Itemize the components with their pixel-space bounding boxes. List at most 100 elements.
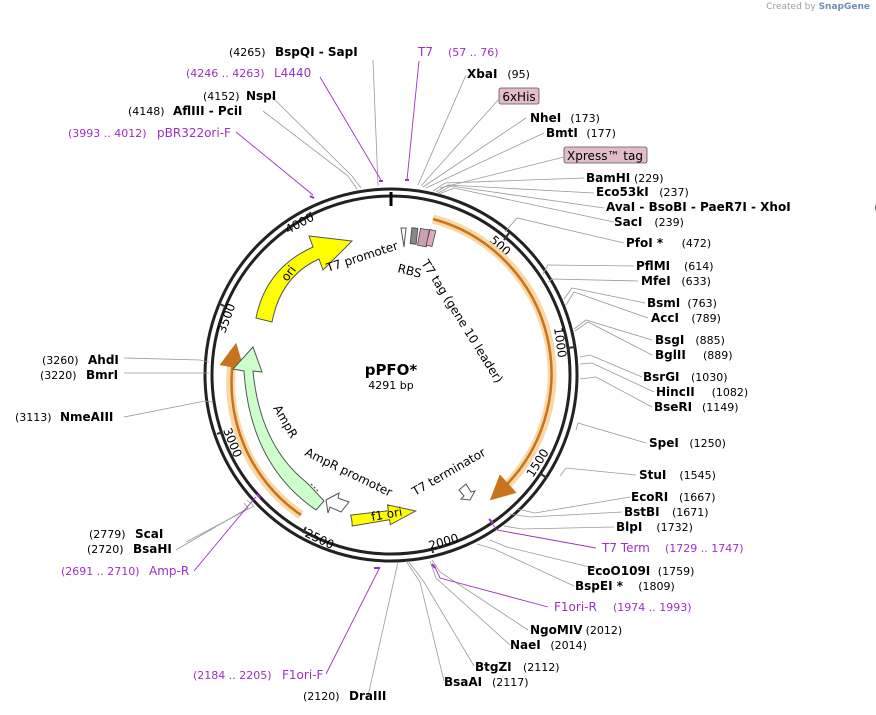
- enzyme-position: (1809): [638, 580, 675, 593]
- enzyme-name: BsgI: [655, 333, 684, 347]
- primer-name: T7 Term: [601, 541, 650, 555]
- enzyme-position: (4148): [128, 105, 165, 118]
- ori-arrow: [255, 235, 354, 323]
- his-tag-box: [498, 87, 540, 105]
- enzyme-name: PfoI *: [626, 236, 664, 250]
- rbs-label: RBS: [396, 261, 423, 280]
- leader-lines: [123, 59, 655, 697]
- primer-name: F1ori-F: [282, 668, 323, 682]
- enzyme-name: EcoRI: [631, 490, 668, 504]
- primer-range: (4246 .. 4263): [186, 67, 265, 80]
- enzyme-position: (885): [695, 334, 725, 347]
- enzyme-name: BmrI: [86, 368, 118, 382]
- enzyme-position: (1149): [702, 401, 739, 414]
- ruler-tick-3000: [216, 431, 223, 435]
- enzyme-position: (95): [507, 68, 530, 81]
- enzyme-position: (1082): [712, 386, 749, 399]
- primer-range: (2691 .. 2710): [61, 565, 140, 578]
- f1-ori-arrow: [349, 504, 418, 527]
- enzyme-name: BseRI: [654, 400, 692, 414]
- enzyme-position: (1732): [656, 521, 693, 534]
- ruler-label-1000: 1000: [551, 326, 569, 358]
- enzyme-position: (237): [659, 186, 689, 199]
- credit-brand: SnapGene: [818, 2, 870, 12]
- ruler-tick-4000: [309, 211, 313, 218]
- enzyme-name: MfeI: [641, 274, 671, 288]
- enzyme-name: BsaAI: [444, 675, 482, 689]
- enzyme-name: BsaHI: [133, 542, 172, 556]
- enzyme-name: BsmI: [647, 296, 680, 310]
- ampr-arrow: [232, 346, 325, 511]
- enzyme-position: (1671): [672, 506, 709, 519]
- enzyme-position: (889): [703, 349, 733, 362]
- rbs-box: [409, 227, 419, 245]
- plasmid-name: pPFO*: [365, 361, 418, 379]
- enzyme-position: (1759): [658, 565, 695, 578]
- enzyme-name: SpeI: [649, 436, 679, 450]
- primer-name: pBR322ori-F: [157, 126, 231, 140]
- enzyme-position: (1667): [679, 491, 716, 504]
- xpress-tag-leader: [439, 156, 565, 189]
- ruler-tick-1500: [540, 473, 548, 479]
- t7-terminator-arrow: [458, 483, 476, 501]
- his-tag-leader: [420, 98, 500, 187]
- enzyme-position: (2112): [523, 661, 560, 674]
- enzyme-name: StuI: [639, 468, 666, 482]
- enzyme-name: BsrGI: [643, 370, 680, 384]
- enzyme-position: (173): [570, 112, 600, 125]
- enzyme-name: BglII: [655, 348, 686, 362]
- enzyme-name: NgoMIV: [530, 623, 583, 637]
- primer-name: L4440: [274, 66, 311, 80]
- site-labels: XbaI(95)NheI(173)BmtI(177)BamHI(229)Eco5…: [15, 45, 876, 703]
- enzyme-position: (2012): [586, 624, 623, 637]
- enzyme-name: ScaI: [135, 527, 163, 541]
- enzyme-position: (614): [684, 260, 714, 273]
- primer-range: (2184 .. 2205): [193, 669, 272, 682]
- ampr-promoter-label: AmpR promoter: [303, 445, 395, 499]
- enzyme-name: XbaI: [467, 67, 497, 81]
- enzyme-position: (763): [687, 297, 717, 310]
- enzyme-name: BspQI - SapI: [275, 45, 358, 59]
- ampr-arc: [219, 342, 302, 517]
- enzyme-position: (238): [874, 201, 876, 214]
- xpress-tag-box: [563, 146, 648, 164]
- credit-prefix: Created by: [766, 2, 816, 12]
- enzyme-name: NaeI: [510, 638, 541, 652]
- enzyme-name: AccI: [651, 311, 679, 325]
- his-tag-label: 6xHis: [502, 90, 535, 104]
- enzyme-position: (4152): [203, 90, 240, 103]
- ruler-tick-500: [503, 232, 510, 241]
- enzyme-position: (1545): [679, 469, 716, 482]
- enzyme-position: (1030): [691, 371, 728, 384]
- primer-marks: [256, 179, 494, 569]
- ruler-tick-3500: [217, 302, 225, 307]
- enzyme-name: AvaI - BsoBI - PaeR7I - XhoI: [606, 200, 791, 214]
- primer-range: (3993 .. 4012): [68, 127, 147, 140]
- enzyme-name: NheI: [530, 111, 561, 125]
- f1-ori-label: f1 ori: [370, 505, 403, 524]
- enzyme-name: Eco53kI: [596, 185, 649, 199]
- enzyme-name: HincII: [656, 385, 695, 399]
- ruler-tick-2000: [431, 546, 434, 554]
- enzyme-position: (472): [682, 237, 712, 250]
- enzyme-name: EcoO109I: [587, 564, 650, 578]
- ruler-tick-2500: [302, 526, 307, 534]
- enzyme-name: NspI: [246, 89, 276, 103]
- primer-range: (1974 .. 1993): [613, 601, 692, 614]
- enzyme-name: SacI: [614, 215, 642, 229]
- primer-name: T7: [417, 45, 433, 59]
- enzyme-position: (177): [586, 127, 616, 140]
- enzyme-position: (4265): [229, 46, 266, 59]
- plasmid-size: 4291 bp: [368, 379, 413, 392]
- enzyme-position: (633): [681, 275, 711, 288]
- ampr-promoter-arrow: [325, 492, 350, 514]
- enzyme-name: BlpI: [616, 520, 642, 534]
- enzyme-position: (2720): [87, 543, 124, 556]
- primer-name: Amp-R: [149, 564, 189, 578]
- t7-tag-label: T7 tag (gene 10 leader): [418, 256, 506, 385]
- enzyme-position: (2779): [89, 528, 126, 541]
- enzyme-name: BtgZI: [475, 660, 512, 674]
- enzyme-position: (1250): [689, 437, 726, 450]
- enzyme-name: AhdI: [88, 353, 119, 367]
